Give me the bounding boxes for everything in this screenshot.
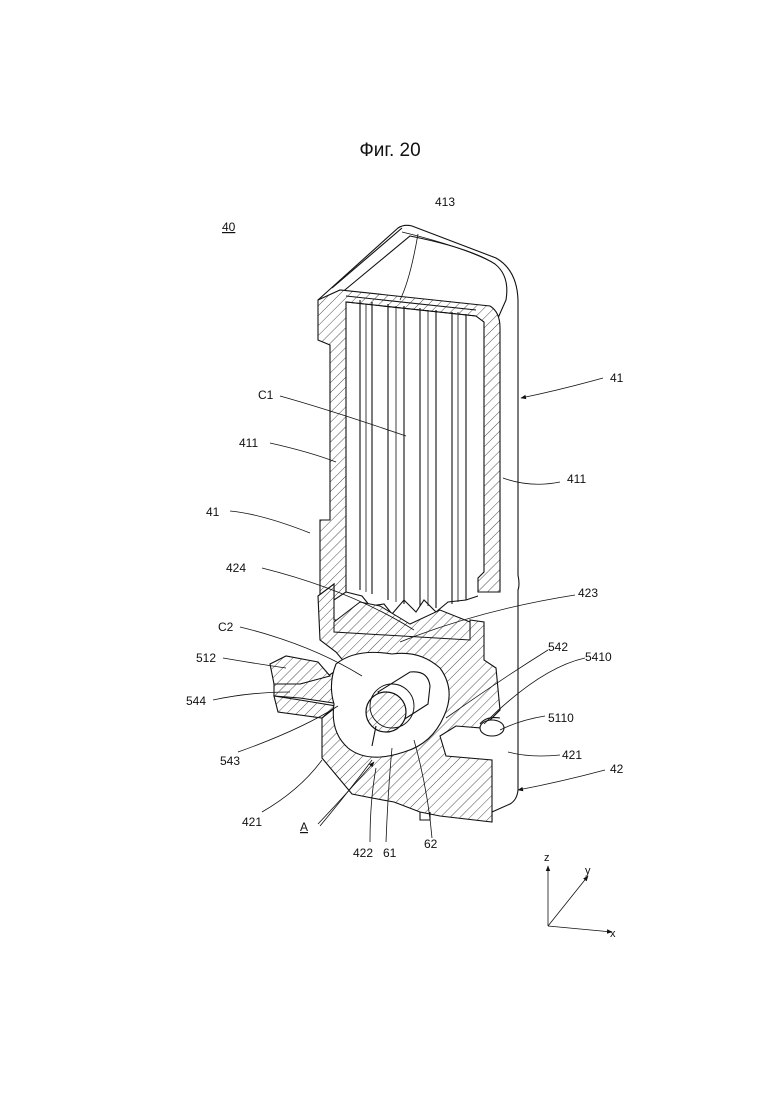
label-C1: C1 bbox=[258, 388, 274, 402]
pin-face bbox=[366, 692, 406, 732]
label-421-right: 421 bbox=[562, 748, 582, 762]
section-wall bbox=[318, 290, 500, 600]
label-42: 42 bbox=[610, 762, 624, 776]
label-5410: 5410 bbox=[585, 650, 612, 664]
label-544: 544 bbox=[186, 694, 206, 708]
label-543: 543 bbox=[220, 754, 240, 768]
label-422: 422 bbox=[353, 846, 373, 860]
label-A: A bbox=[300, 820, 308, 834]
label-423: 423 bbox=[578, 586, 598, 600]
axis-z-label: z bbox=[544, 852, 550, 864]
device-drawing bbox=[270, 225, 519, 822]
label-411-right: 411 bbox=[567, 472, 586, 486]
axis-x-label: x bbox=[610, 928, 616, 940]
label-424: 424 bbox=[226, 561, 246, 575]
label-62: 62 bbox=[424, 837, 438, 851]
label-C2: C2 bbox=[218, 620, 234, 634]
label-413: 413 bbox=[435, 195, 455, 209]
assembly-label: 40 bbox=[222, 220, 236, 234]
axis-y-label: y bbox=[585, 865, 591, 877]
label-411-left: 411 bbox=[239, 436, 258, 450]
coordinate-axes: z y x bbox=[544, 852, 616, 940]
label-41-top: 41 bbox=[610, 371, 624, 385]
label-542: 542 bbox=[548, 640, 568, 654]
label-5110: 5110 bbox=[548, 711, 574, 725]
figure-title: Фиг. 20 bbox=[359, 140, 420, 161]
label-512: 512 bbox=[196, 651, 216, 665]
internal-fins bbox=[360, 300, 466, 608]
label-41-left: 41 bbox=[206, 505, 220, 519]
right-port bbox=[480, 720, 504, 736]
arrow-42 bbox=[518, 770, 605, 790]
label-61: 61 bbox=[383, 846, 397, 860]
arrow-41-top bbox=[521, 378, 603, 398]
label-421-left: 421 bbox=[242, 815, 262, 829]
